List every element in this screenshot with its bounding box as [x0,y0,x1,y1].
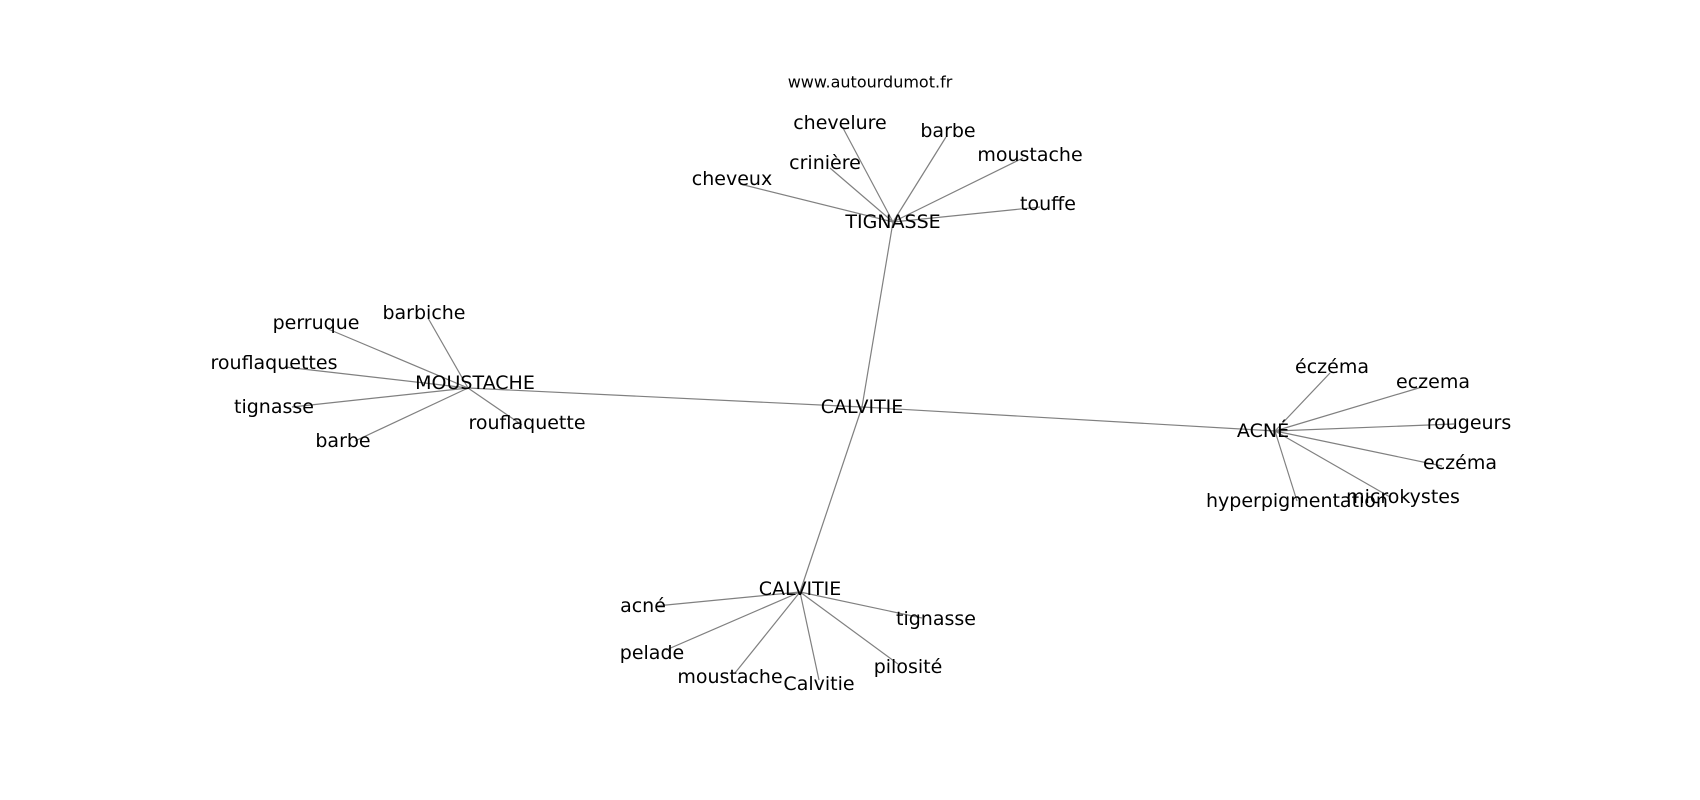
edge-calvitie-leaf-4 [799,591,899,665]
hub-node-tignasse[interactable]: TIGNASSE [844,211,940,233]
leaf-node-acne-0[interactable]: éczéma [1295,356,1369,378]
leaf-node-acne-3[interactable]: eczéma [1423,452,1497,474]
leaf-node-moustache-4[interactable]: barbe [315,430,370,452]
leaf-node-calvitie-4[interactable]: pilosité [874,656,943,678]
edge-calvitie-leaf-2 [734,591,801,674]
edge-acne-leaf-1 [1274,386,1423,432]
edge-calvitie-leaf-5 [799,591,923,619]
leaf-node-moustache-5[interactable]: rouflaquette [468,412,585,434]
leaf-node-acne-4[interactable]: microkystes [1346,486,1460,508]
leaf-node-tignasse-2[interactable]: chevelure [793,112,887,134]
edge-acne-leaf-5 [1274,430,1298,502]
graph-labels: CALVITIE TIGNASSE cheveux crinière chevelure… [211,112,1512,695]
edge-center-to-acne [861,406,1276,432]
edge-calvitie-leaf-3 [799,591,820,681]
edge-moustache-leaf-2 [284,366,469,389]
hub-node-acne[interactable]: ACNÉ [1237,419,1289,442]
hub-node-calvitie[interactable]: CALVITIE [759,578,842,600]
leaf-node-moustache-0[interactable]: perruque [273,312,360,334]
leaf-node-moustache-1[interactable]: barbiche [382,302,465,324]
edge-center-to-calvitie [799,406,863,593]
edge-calvitie-leaf-1 [665,591,801,651]
graph-edges [284,127,1455,681]
edge-moustache-leaf-4 [354,387,469,442]
edge-tignasse-leaf-4 [892,157,1024,223]
edge-tignasse-leaf-2 [842,127,894,223]
edge-acne-leaf-3 [1274,430,1443,467]
leaf-node-acne-5[interactable]: hyperpigmentation [1206,490,1388,512]
leaf-node-moustache-2[interactable]: rouflaquettes [211,352,338,374]
leaf-node-tignasse-4[interactable]: moustache [977,144,1082,166]
center-node-label[interactable]: CALVITIE [821,396,904,418]
edge-moustache-leaf-5 [467,387,523,426]
leaf-node-tignasse-0[interactable]: cheveux [692,168,772,190]
leaf-node-calvitie-3[interactable]: Calvitie [783,673,854,695]
edge-tignasse-leaf-3 [892,136,947,223]
leaf-node-calvitie-2[interactable]: moustache [677,666,782,688]
edge-moustache-leaf-0 [327,328,469,389]
leaf-node-calvitie-1[interactable]: pelade [620,642,684,664]
leaf-node-tignasse-5[interactable]: touffe [1020,193,1076,215]
edge-acne-leaf-4 [1274,430,1391,498]
edge-center-to-moustache [467,387,863,408]
edge-calvitie-leaf-0 [655,591,801,607]
leaf-node-calvitie-0[interactable]: acné [620,595,666,617]
edge-center-to-tignasse [861,221,894,408]
leaf-node-calvitie-5[interactable]: tignasse [896,608,976,630]
watermark-text: www.autourdumot.fr [788,73,953,92]
edge-tignasse-leaf-0 [739,183,894,223]
leaf-node-tignasse-3[interactable]: barbe [920,120,975,142]
edge-tignasse-leaf-5 [892,206,1041,223]
leaf-node-moustache-3[interactable]: tignasse [234,396,314,418]
edge-tignasse-leaf-1 [829,167,894,223]
edge-acne-leaf-2 [1274,423,1455,432]
leaf-node-tignasse-1[interactable]: crinière [789,152,861,174]
edge-acne-leaf-0 [1274,372,1331,432]
edge-moustache-leaf-1 [427,317,469,389]
hub-node-moustache[interactable]: MOUSTACHE [415,372,535,394]
leaf-node-acne-1[interactable]: eczema [1396,371,1470,393]
leaf-node-acne-2[interactable]: rougeurs [1427,412,1512,434]
edge-moustache-leaf-3 [291,387,469,408]
